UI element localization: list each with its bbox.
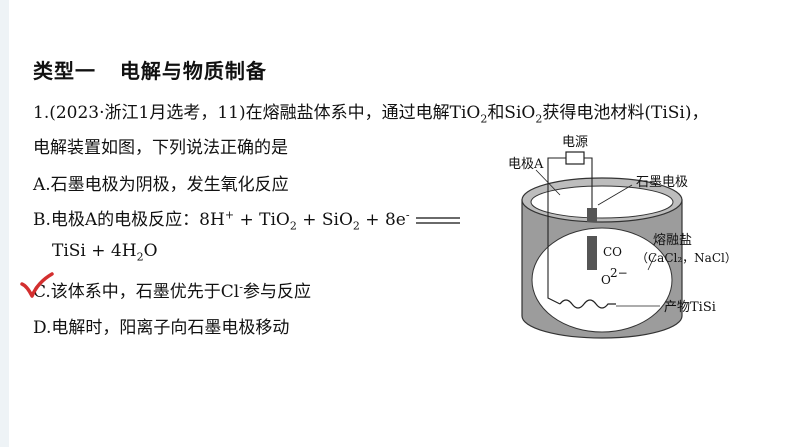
label-o2: O (601, 273, 611, 287)
equals-arrow-icon (415, 216, 460, 224)
option-a[interactable]: A.石墨电极为阴极，发生氧化反应 (33, 175, 289, 195)
stem-text-c: 获得电池材料(TiSi)， (542, 103, 709, 123)
option-c-text-b: 参与反应 (242, 282, 311, 302)
option-d[interactable]: D.电解时，阳离子向石墨电极移动 (33, 318, 290, 338)
question-stem-line1: 1.(2023·浙江1月选考，11)在熔融盐体系中，通过电解TiO2和SiO2获… (33, 98, 708, 125)
option-b-text-1: B.电极A的电极反应：8H (33, 210, 225, 230)
option-b-sup-1: + (224, 208, 235, 222)
option-b-sup-2: - (405, 208, 410, 222)
label-graphite: 石墨电极 (636, 175, 688, 190)
pointer-salt (647, 254, 656, 271)
stem-text-b: 和SiO (487, 103, 536, 123)
wire-right (584, 157, 593, 210)
graphite-electrode-bottom (587, 236, 597, 270)
stem-sub-1: 2 (480, 112, 488, 126)
stem-sub-2: 2 (535, 112, 543, 126)
cylinder-opening (530, 185, 674, 219)
option-b-line2-text-a: TiSi + 4H (52, 241, 137, 261)
product-coil-icon (559, 299, 616, 309)
graphite-electrode-top (587, 208, 597, 222)
option-b-line2: TiSi + 4H2O (52, 241, 158, 263)
option-b-text-4: + 8e (359, 210, 406, 230)
stem-text-a: 1.(2023·浙江1月选考，11)在熔融盐体系中，通过电解TiO (33, 103, 481, 123)
label-power: 电源 (562, 135, 588, 150)
label-molten-salt: 熔融盐 (653, 233, 692, 248)
label-o2-charge: 2− (610, 266, 628, 280)
option-b-sub-1: 2 (289, 219, 297, 233)
option-b-text-3: + SiO (296, 210, 353, 230)
option-b-text-2: + TiO (234, 210, 290, 230)
option-b-sub-2: 2 (352, 219, 360, 233)
option-c-sup: - (239, 280, 243, 294)
checkmark-icon (20, 272, 54, 298)
label-co: CO (603, 245, 622, 259)
question-stem-line2: 电解装置如图，下列说法正确的是 (33, 138, 288, 158)
option-c[interactable]: C.该体系中，石墨优先于Cl-参与反应 (33, 277, 311, 302)
power-source-icon (565, 151, 585, 165)
pointer-electrode-a (535, 169, 561, 196)
option-b-line2-text-b: O (143, 241, 158, 261)
option-c-text-a: C.该体系中，石墨优先于Cl (33, 282, 240, 302)
wire-left (547, 157, 566, 305)
left-accent-bar (0, 0, 9, 447)
label-electrode-a: 电极A (508, 157, 544, 172)
label-product: 产物TiSi (664, 300, 716, 315)
pointer-graphite (597, 184, 633, 206)
option-b-line2-sub: 2 (136, 250, 144, 264)
label-salts: （CaCl₂，NaCl） (636, 251, 737, 265)
section-title: 类型一 电解与物质制备 (33, 59, 267, 83)
option-b[interactable]: B.电极A的电极反应：8H+ + TiO2 + SiO2 + 8e- (33, 205, 460, 232)
